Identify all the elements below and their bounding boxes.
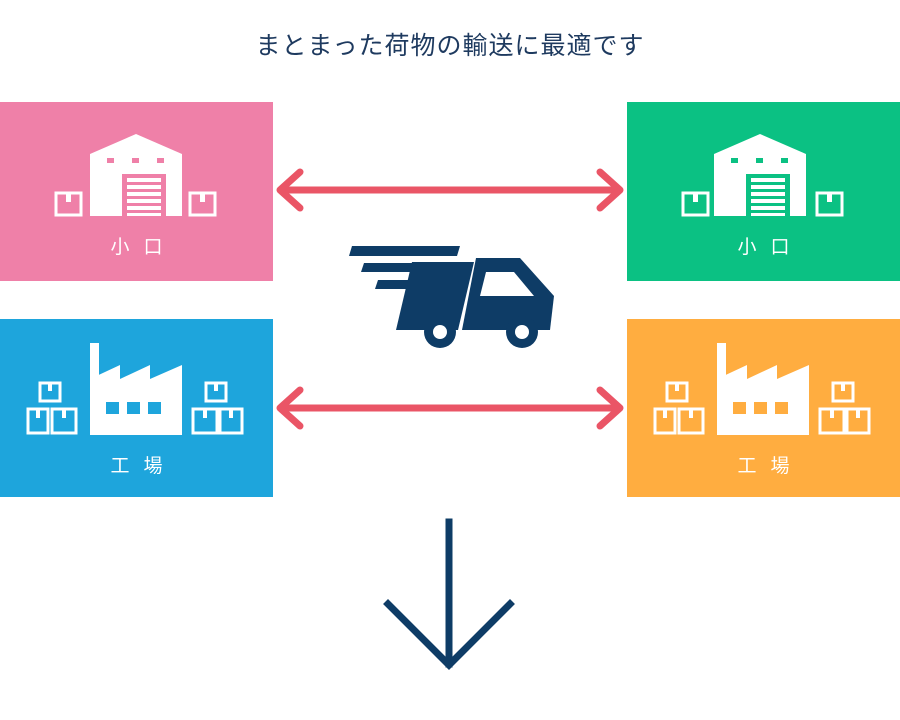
panel-label: 工場 [110, 455, 177, 477]
page-title: まとまった荷物の輸送に最適です [255, 31, 645, 60]
warehouse-icon [681, 134, 844, 217]
factory-icon [26, 343, 244, 435]
panel-label: 小口 [110, 236, 177, 258]
factory-icon [653, 343, 871, 435]
down-arrow-icon [383, 518, 515, 670]
panel-warehouse-right: 小口 [627, 102, 900, 281]
truck-icon [349, 246, 554, 348]
double-arrow-icon [276, 386, 624, 430]
double-arrow-icon [276, 168, 624, 212]
panel-warehouse-left: 小口 [0, 102, 273, 281]
panel-factory-right: 工場 [627, 319, 900, 497]
panel-label: 工場 [737, 455, 804, 477]
panel-factory-left: 工場 [0, 319, 273, 497]
panel-label: 小口 [737, 236, 804, 258]
warehouse-icon [54, 134, 217, 217]
